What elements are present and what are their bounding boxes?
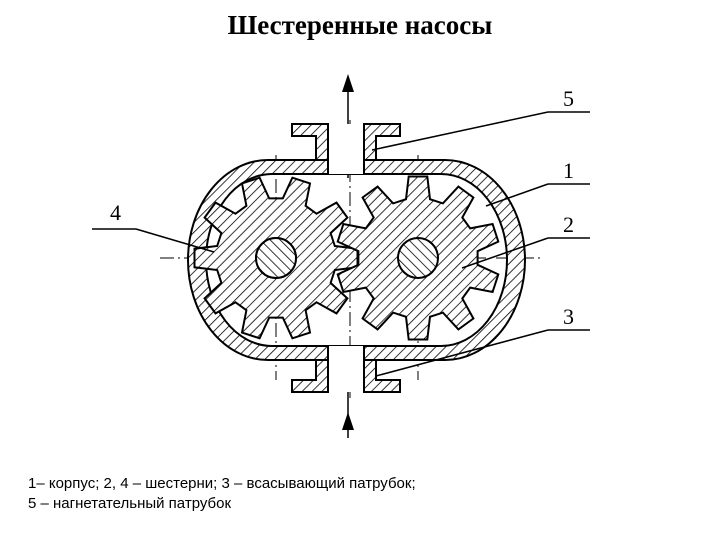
leader-3-diag (375, 329, 549, 377)
callouts (92, 111, 590, 377)
page-title: Шестеренные насосы (227, 10, 493, 40)
gear-right (336, 175, 500, 341)
leader-5-diag (371, 111, 549, 151)
discharge-pipe (291, 123, 401, 174)
caption-line-2: 5 – нагнетательный патрубок (28, 495, 232, 512)
leader-2-diag (461, 237, 549, 269)
label-1: 1 (563, 158, 574, 183)
leader-4-diag (135, 228, 215, 253)
label-2: 2 (563, 212, 574, 237)
caption: 1– корпус; 2, 4 – шестерни; 3 – всасываю… (28, 474, 708, 514)
leader-1-diag (485, 183, 549, 207)
suction-pipe (291, 346, 401, 393)
label-4: 4 (110, 200, 121, 225)
label-5: 5 (563, 86, 574, 111)
label-3: 3 (563, 304, 574, 329)
gear-left (193, 176, 359, 340)
caption-line-1: 1– корпус; 2, 4 – шестерни; 3 – всасываю… (28, 475, 416, 492)
